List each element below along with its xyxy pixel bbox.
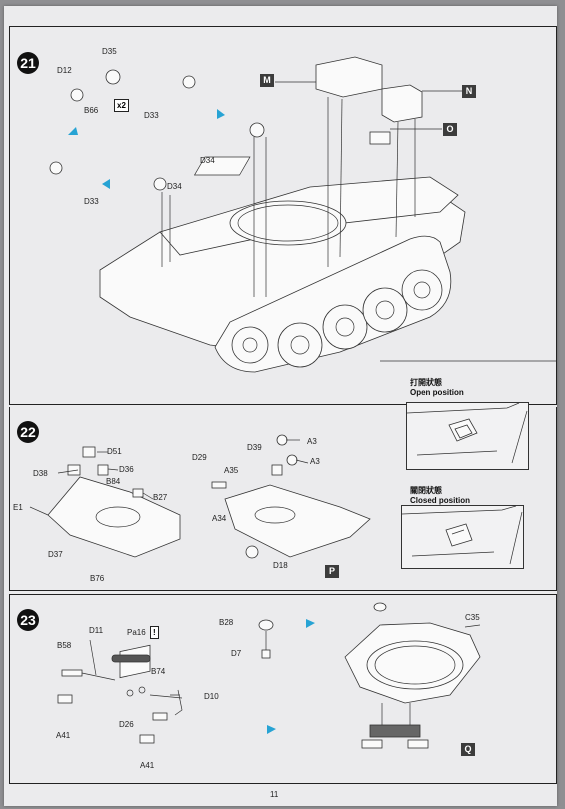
- part-label: A41: [140, 761, 155, 770]
- part-label: D29: [192, 453, 207, 462]
- part-label: D51: [107, 447, 122, 456]
- part-label: D33: [84, 197, 99, 206]
- part-label: D38: [33, 469, 48, 478]
- step-21-tank-drawing: [49, 56, 466, 373]
- part-label: D11: [89, 626, 104, 635]
- open-position-title-cn: 打開狀態: [410, 378, 442, 387]
- part-label: B66: [84, 106, 99, 115]
- warning-icon: !: [150, 626, 159, 639]
- instruction-page: 21: [4, 6, 557, 806]
- part-label: A3: [310, 457, 320, 466]
- part-label: D34: [167, 182, 182, 191]
- arrow-icon: [306, 619, 315, 628]
- part-label: B76: [90, 574, 105, 583]
- multiplier-badge: x2: [114, 99, 129, 112]
- part-label: A41: [56, 731, 71, 740]
- step-23-number: 23: [17, 609, 39, 631]
- step-23-panel: 23: [9, 594, 557, 784]
- step-23-drawing: [57, 602, 481, 749]
- callout-q: Q: [461, 743, 475, 756]
- closed-position-image: [401, 505, 524, 569]
- page-number: 11: [270, 790, 279, 799]
- part-label: D18: [273, 561, 288, 570]
- step-22-drawing: [29, 434, 371, 559]
- part-label: Pa16: [127, 628, 146, 637]
- arrow-icon: [102, 179, 110, 189]
- part-label: D12: [57, 66, 72, 75]
- step-21-panel: 21: [9, 26, 557, 505]
- step-21-number: 21: [17, 52, 39, 74]
- callout-o: O: [443, 123, 457, 136]
- part-label: D34: [200, 156, 215, 165]
- part-label: A34: [212, 514, 227, 523]
- part-label: B74: [151, 667, 166, 676]
- part-label: D39: [247, 443, 262, 452]
- part-label: C35: [465, 613, 480, 622]
- step-22-number: 22: [17, 421, 39, 443]
- closed-position-title: Closed position: [410, 496, 470, 505]
- callout-p: P: [325, 565, 339, 578]
- part-label: A35: [224, 466, 239, 475]
- open-position-image: [406, 402, 529, 470]
- part-label: D36: [119, 465, 134, 474]
- part-label: B58: [57, 641, 72, 650]
- part-label: E1: [13, 503, 23, 512]
- part-label: D35: [102, 47, 117, 56]
- part-label: D26: [119, 720, 134, 729]
- part-label: B28: [219, 618, 234, 627]
- callout-n: N: [462, 85, 476, 98]
- part-label: D10: [204, 692, 219, 701]
- position-inset-frame: [380, 360, 556, 362]
- step-22-panel: 22 D51 D38 D36: [9, 407, 557, 591]
- part-label: D33: [144, 111, 159, 120]
- arrow-icon: [217, 109, 225, 119]
- part-label: A3: [307, 437, 317, 446]
- part-label: B84: [106, 477, 121, 486]
- arrow-icon: [68, 127, 78, 135]
- arrow-icon: [267, 725, 276, 734]
- closed-position-title-cn: 關閉狀態: [410, 486, 442, 495]
- part-label: D7: [231, 649, 242, 658]
- part-label: D37: [48, 550, 63, 559]
- callout-m: M: [260, 74, 274, 87]
- part-label: B27: [153, 493, 168, 502]
- open-position-title: Open position: [410, 388, 464, 397]
